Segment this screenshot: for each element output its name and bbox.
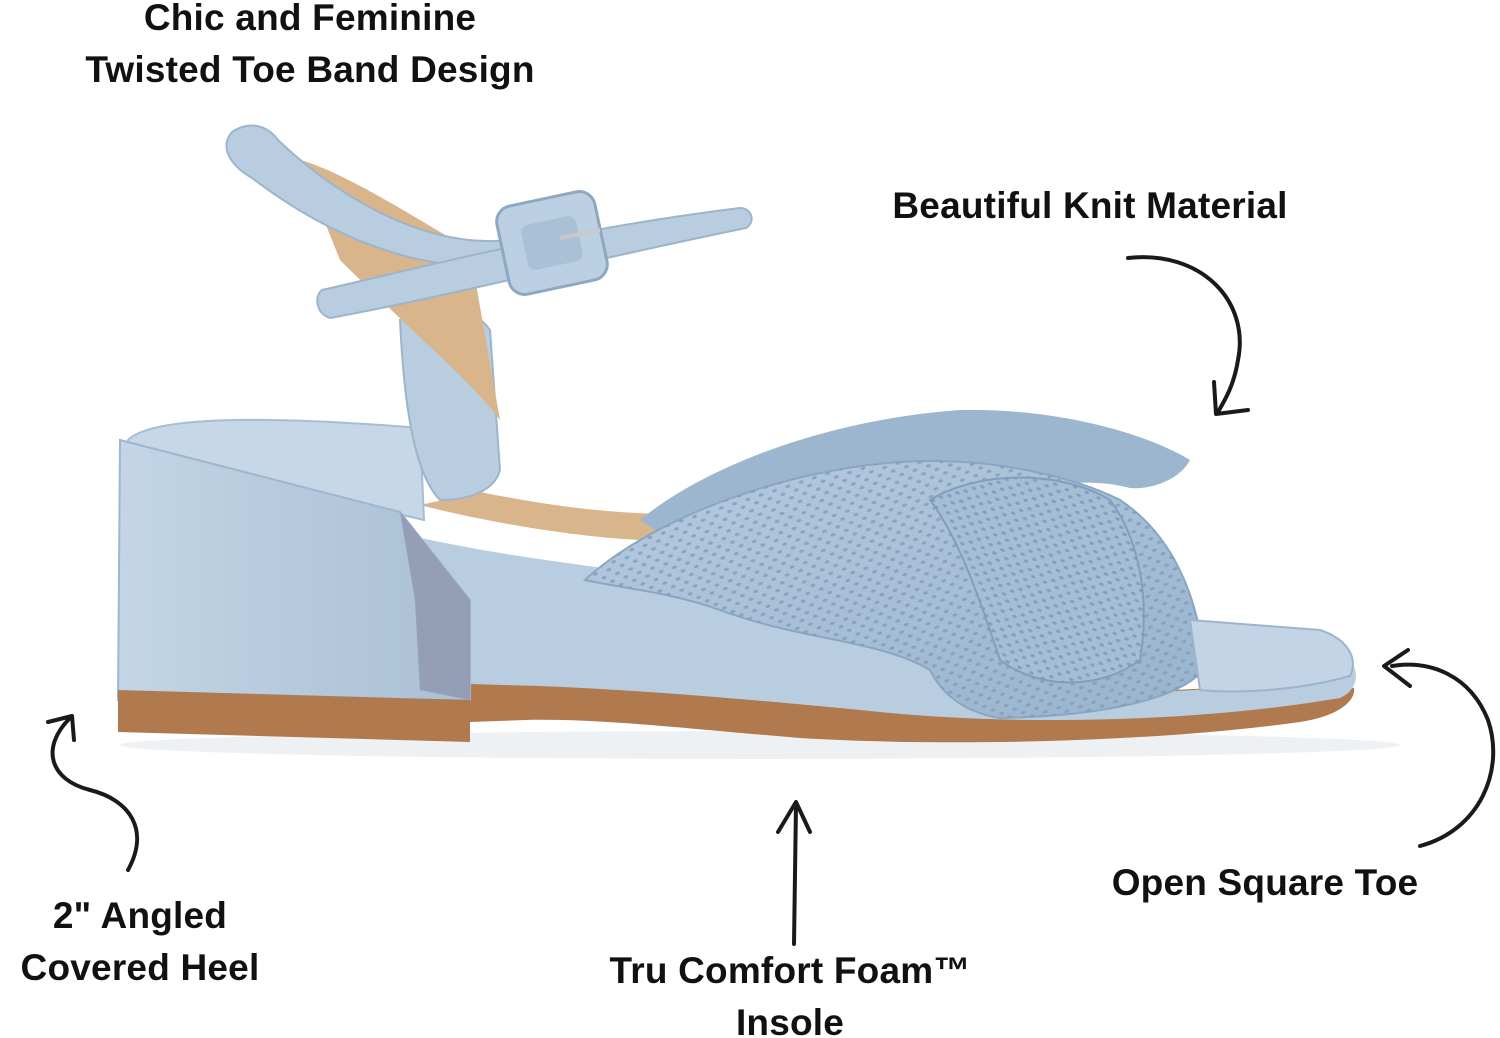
callout-line: Chic and Feminine [143,0,477,38]
callout-line: Twisted Toe Band Design [85,49,535,90]
knit-twist-texture [930,477,1144,683]
callout-square-toe: Open Square Toe [1070,857,1460,909]
callout-line: Beautiful Knit Material [892,185,1288,226]
callout-line: Insole [735,1002,845,1038]
callout-line: Tru Comfort Foam™ [609,950,971,991]
callout-comfort-foam: Tru Comfort Foam™ Insole [560,945,1020,1038]
heel-tan-edge [118,690,470,742]
insole [420,492,720,540]
open-square-toe [1188,618,1354,693]
callout-knit-material: Beautiful Knit Material [850,180,1330,232]
callout-line: 2" Angled [52,895,228,936]
callout-twisted-toe-band: Chic and Feminine Twisted Toe Band Desig… [30,0,590,96]
callout-line: Open Square Toe [1111,862,1419,903]
buckle-hole [521,216,583,270]
callout-line: Covered Heel [20,947,260,988]
heel-inner-face [400,512,470,700]
callout-angled-heel: 2" Angled Covered Heel [0,890,290,994]
buckle-prong [559,228,601,240]
